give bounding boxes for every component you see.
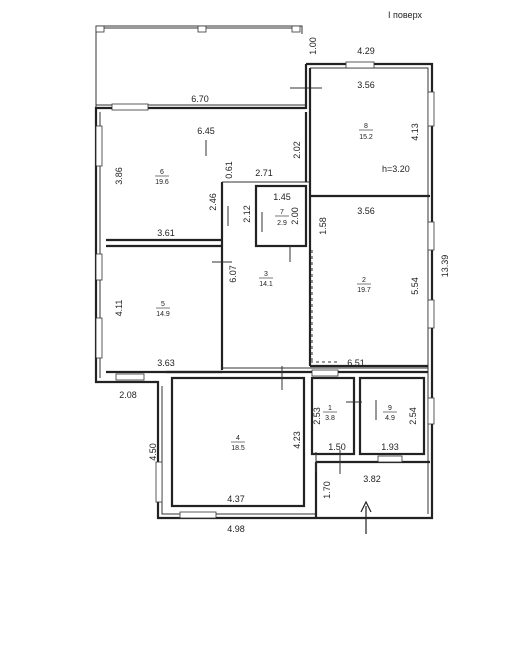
dimension-label: 2.54	[408, 407, 418, 425]
dimension-label: 3.82	[363, 474, 381, 484]
dimension-labels: 6.70 4.29 3.56 6.45 2.71 1.45 3.56 3.61 …	[114, 37, 450, 534]
dimension-label: 4.29	[357, 46, 375, 56]
terrace	[95, 25, 322, 109]
room-number: 4	[236, 435, 240, 442]
dimension-label: 2.46	[208, 193, 218, 211]
room-area: 15.2	[359, 134, 373, 141]
floor-title: I поверх	[388, 10, 422, 20]
dimension-label: 2.53	[312, 407, 322, 425]
dimension-label: 0.61	[224, 161, 234, 179]
dimension-label: 2.12	[242, 205, 252, 223]
dimension-label: 13.39	[440, 255, 450, 278]
room-area: 3.8	[325, 415, 335, 422]
dimension-label: 6.45	[197, 126, 215, 136]
room-area: 4.9	[385, 415, 395, 422]
dimension-label: 5.54	[410, 277, 420, 295]
dimension-label: 3.56	[357, 80, 375, 90]
dimension-label: 4.11	[114, 300, 124, 317]
room-number: 7	[280, 209, 284, 216]
dimension-label: 2.00	[290, 207, 300, 225]
room-labels: 1 3.8 2 19.7 3 14.1 4 18.5 5 14.9 6 19.6…	[155, 123, 410, 452]
dimension-label: 4.23	[292, 431, 302, 449]
room-area: 14.9	[156, 311, 170, 318]
windows	[95, 61, 435, 519]
dimension-label: 2.08	[119, 390, 137, 400]
dimension-label: 6.07	[228, 265, 238, 283]
room-area: 18.5	[231, 445, 245, 452]
room-number: 9	[388, 405, 392, 412]
dimension-label: 1.50	[328, 442, 346, 452]
entry-arrow-icon	[360, 500, 372, 534]
dimension-label: 6.70	[191, 94, 209, 104]
ceiling-height: h=3.20	[382, 164, 410, 174]
dimension-label: 6.51	[347, 358, 365, 368]
dimension-label: 1.93	[381, 442, 399, 452]
dimension-label: 4.37	[227, 494, 245, 504]
room-number: 1	[328, 405, 332, 412]
dimension-label: 4.98	[227, 524, 245, 534]
room-number: 2	[362, 277, 366, 284]
room-number: 6	[160, 169, 164, 176]
dimension-label: 1.00	[308, 37, 318, 55]
room-number: 3	[264, 271, 268, 278]
room-area: 14.1	[259, 281, 273, 288]
dimension-label: 4.50	[148, 443, 158, 461]
dimension-label: 2.71	[255, 168, 273, 178]
room-area: 19.6	[155, 179, 169, 186]
dimension-label: 2.02	[292, 141, 302, 159]
room-area: 2.9	[277, 220, 287, 227]
dimension-label: 3.56	[357, 206, 375, 216]
dimension-label: 1.45	[273, 192, 291, 202]
dimension-label: 3.63	[157, 358, 175, 368]
room-area: 19.7	[357, 287, 371, 294]
room-number: 8	[364, 123, 368, 130]
dimension-label: 1.70	[322, 481, 332, 499]
door-marks	[205, 140, 377, 474]
room-number: 5	[161, 301, 165, 308]
dimension-label: 3.86	[114, 167, 124, 185]
dimension-label: 3.61	[157, 228, 175, 238]
dimension-label: 1.58	[318, 217, 328, 235]
dimension-label: 4.13	[410, 123, 420, 141]
